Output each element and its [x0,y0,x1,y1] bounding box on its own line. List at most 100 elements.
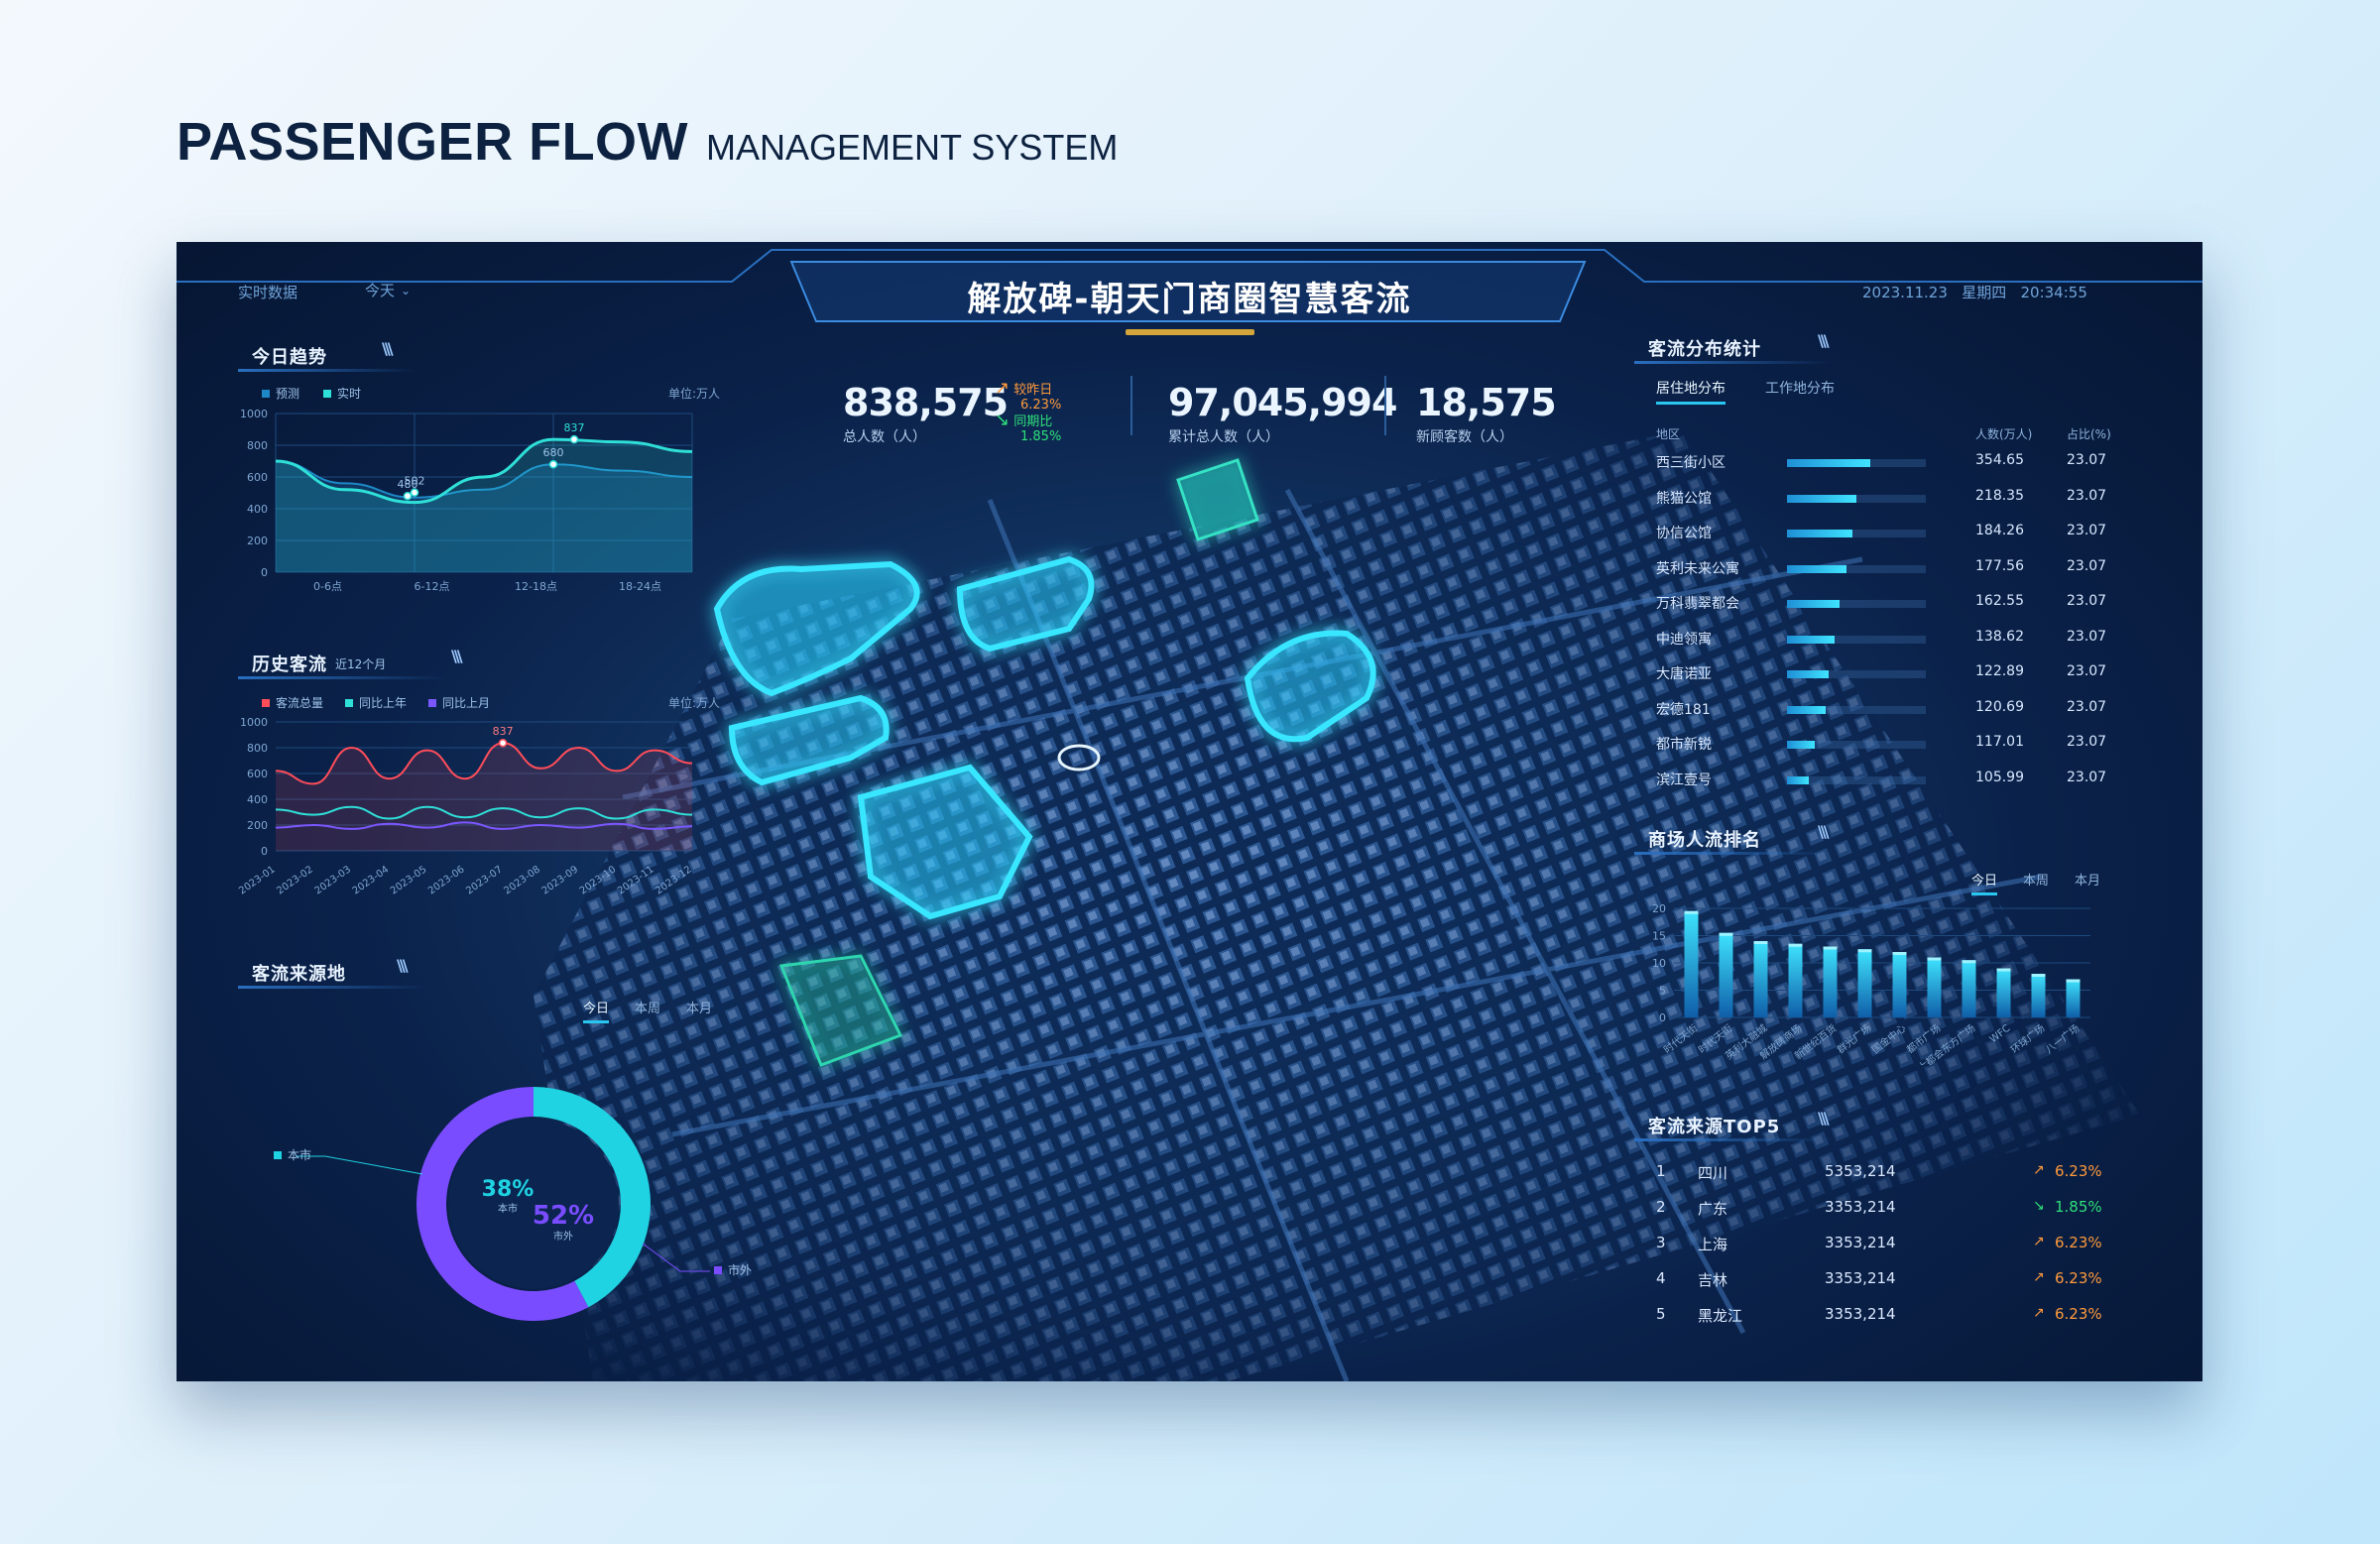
tab-week[interactable]: 本周 [635,1002,661,1016]
ratio-bar-track [1787,741,1926,749]
change-percent: 6.23% [2055,1234,2102,1251]
bar-cap [2031,974,2046,977]
ratio-bar-track [1787,600,1926,608]
tab-month[interactable]: 本月 [686,1002,713,1016]
date-filter-value: 今天 [365,282,396,299]
legend-item: 同比上年 [345,694,407,711]
tab-week[interactable]: 本周 [2023,874,2050,889]
bar-cap [1857,949,1872,953]
ratio-bar-fill [1787,530,1852,537]
province-name: 上海 [1698,1236,1728,1253]
title-deco-icon: \\\ [1818,1109,1829,1128]
legend-item: 预测 [262,385,299,402]
tab-today[interactable]: 今日 [1971,870,1998,895]
panel-title-history: 历史客流 近12个月 \\\ [238,647,674,679]
date-filter-dropdown[interactable]: 今天 ⌄ [365,280,411,300]
region-name: 中迪领寓 [1656,631,1712,648]
slice-percent-label: 38% [482,1177,535,1202]
bar-cap [1892,952,1907,955]
data-label: 502 [405,475,425,488]
ratio-bar-track [1787,635,1926,644]
ranking-title: 商场人流排名 [1648,830,1761,851]
compare-down-label: 同期比 [1013,415,1053,429]
legend-label: 市外 [728,1262,752,1277]
title-underline [238,676,446,679]
region-count: 354.65 [1975,452,2024,468]
arrow-up-icon: ↗ [2033,1162,2045,1178]
kpi-new-value: 18,575 [1416,381,1557,424]
region-count: 184.26 [1975,523,2024,538]
region-ratio: 23.07 [2067,593,2107,609]
y-tick-label: 15 [1652,930,1666,943]
rank-number: 3 [1656,1234,1666,1251]
ratio-bar-fill [1787,670,1829,678]
history-chart: 020040060080010002023-012023-022023-0320… [237,716,694,896]
bar-cap [1823,946,1838,950]
tab-today[interactable]: 今日 [583,998,610,1023]
kpi-total-label: 总人数（人） [843,429,926,445]
page-title: PASSENGER FLOW MANAGEMENT SYSTEM [177,111,1118,173]
ratio-bar-track [1787,670,1926,678]
data-point [403,491,413,501]
rank-number: 4 [1656,1269,1666,1287]
kpi-cumulative-label: 累计总人数（人） [1168,429,1279,445]
x-tick-label: 2023-06 [426,864,467,896]
x-tick-label: 国金中心 [1869,1021,1909,1056]
x-tick-label: 2023-03 [313,864,354,896]
bar [1857,949,1872,1017]
region-name: 大唐诺亚 [1656,666,1712,682]
ratio-bar-fill [1787,494,1856,503]
data-point [410,488,419,497]
x-tick-label: 0-6点 [313,580,342,593]
y-tick-label: 20 [1652,902,1666,915]
history-subtitle: 近12个月 [335,656,387,671]
title-underline [238,986,426,989]
panel-title-today-trend: 今日趋势 \\\ [238,339,674,372]
region-count: 218.35 [1975,487,2024,504]
region-count: 105.99 [1975,769,2024,785]
y-tick-label: 0 [261,566,268,579]
ratio-bar-fill [1787,635,1835,644]
legend-item: 实时 [323,385,361,402]
bar-cap [1719,932,1733,936]
arrow-up-icon: ↗ [2033,1269,2045,1285]
bar [1892,952,1907,1017]
ratio-bar-fill [1787,600,1841,608]
bar [1684,910,1699,1017]
list-item[interactable]: 万科翡翠都会 162.55 23.07 [1656,593,2122,613]
ratio-bar-track [1787,494,1926,503]
region-ratio: 23.07 [2067,769,2107,785]
change-percent: 1.85% [2055,1198,2102,1216]
region-name: 万科翡翠都会 [1656,596,1739,612]
kpi-divider [1130,376,1132,435]
title-underline [1634,852,1833,855]
tab-month[interactable]: 本月 [2075,874,2101,889]
y-tick-label: 10 [1652,957,1666,970]
region-ratio: 23.07 [2067,452,2107,468]
tab-workplace[interactable]: 工作地分布 [1765,381,1835,397]
bar [1823,946,1838,1017]
bar-cap [1927,957,1942,961]
distribution-title: 客流分布统计 [1648,339,1761,360]
visitor-count: 3353,214 [1825,1269,1896,1287]
tab-residence[interactable]: 居住地分布 [1656,378,1726,405]
legend-label: 本市 [288,1147,311,1162]
region-count: 162.55 [1975,593,2024,609]
dashboard-screen: 解放碑-朝天门商圈智慧客流 实时数据 今天 ⌄ 2023.11.23 星期四 2… [177,242,2202,1381]
